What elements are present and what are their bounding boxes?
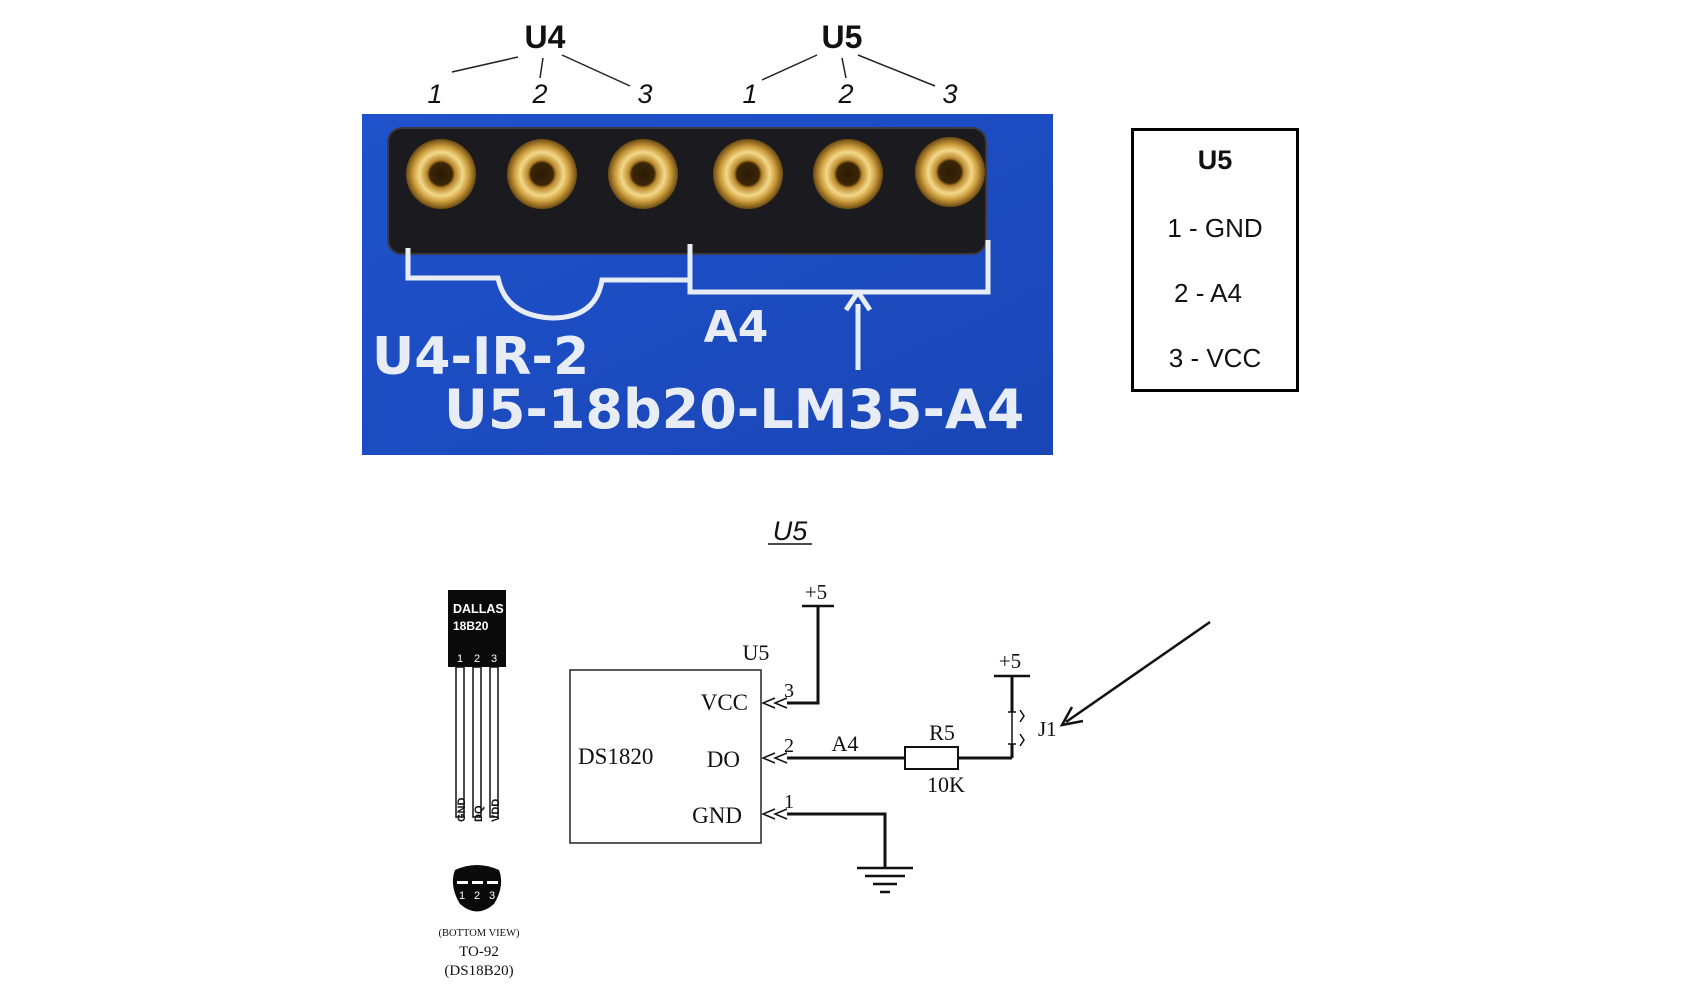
pinout-line-1: 1 - GND [1167, 213, 1263, 243]
package-brand: DALLAS [453, 602, 504, 616]
pin-2-name: DO [707, 747, 740, 772]
header-sockets [406, 137, 985, 209]
leg-label-vdd: VDD [490, 799, 502, 822]
chip-body [569, 669, 762, 844]
socket-5 [813, 139, 883, 209]
package-bottom-view [452, 865, 502, 912]
socket-3 [608, 139, 678, 209]
u5-leader-lines [761, 54, 936, 87]
header-labels: U4 U5 1 2 3 1 2 3 [427, 19, 957, 109]
socket-4 [713, 139, 783, 209]
package-name: TO-92 [459, 944, 499, 960]
pin-1-name: GND [692, 803, 742, 828]
jumper-ref: J1 [1038, 717, 1057, 741]
u4-pin-3: 3 [637, 79, 652, 109]
pinout-box: U5 1 - GND 2 - A4 3 - VCC [1131, 128, 1299, 392]
socket-1 [406, 139, 476, 209]
resistor-ref: R5 [929, 720, 955, 745]
pin-2-num: 2 [784, 735, 794, 757]
leg-label-gnd: GND [456, 798, 468, 823]
pin-1-num: 1 [784, 791, 794, 813]
schematic-title: U5 [773, 516, 808, 546]
leg-label-dq: DQ [473, 805, 485, 822]
pinout-line-3: 3 - VCC [1168, 343, 1262, 373]
socket-6 [915, 137, 985, 207]
jumper-j1 [1008, 709, 1025, 747]
package-model: 18B20 [453, 619, 489, 633]
silk-u4: U4-IR-2 [372, 327, 589, 387]
to92-package: DALLAS 18B20 1 2 3 GND DQ VDD 1 2 3 (BOT… [439, 590, 520, 979]
bottom-view-label: (BOTTOM VIEW) [439, 928, 520, 939]
u5-label: U5 [822, 19, 863, 55]
package-pin-2: 2 [474, 653, 480, 665]
u4-pin-1: 1 [427, 79, 442, 109]
pin-markers [761, 697, 788, 820]
package-pin-3: 3 [491, 653, 497, 665]
ground-symbol [857, 866, 913, 894]
chip-ref: U5 [743, 640, 770, 665]
u5-pin-3: 3 [942, 79, 957, 109]
gnd-wire [787, 812, 887, 868]
pinout-line-2: 2 - A4 [1174, 278, 1242, 308]
bottom-pin-3: 3 [489, 890, 495, 902]
vcc-wire [787, 604, 834, 705]
u4-pin-2: 2 [531, 79, 547, 109]
resistor-r5 [904, 746, 959, 770]
pullup-supply-label: +5 [999, 649, 1021, 673]
u4-leader-lines [451, 54, 631, 87]
silk-u5: U5-18b20-LM35-A4 [444, 378, 1024, 441]
resistor-value: 10K [927, 772, 965, 797]
schematic: U5 U5 DS1820 VCC DO GND 3 2 1 +5 [569, 516, 1211, 894]
pin-3-num: 3 [784, 680, 794, 702]
package-body [448, 590, 506, 667]
package-part-name: (DS18B20) [444, 963, 513, 979]
vcc-supply-label: +5 [805, 580, 827, 604]
silk-a4: A4 [704, 302, 769, 353]
silkscreen-outlines [405, 240, 991, 370]
pcb-photo: A4 U4-IR-2 U5-18b20-LM35-A4 [362, 114, 1053, 455]
pinout-title: U5 [1197, 145, 1233, 175]
bottom-pin-1: 1 [459, 890, 465, 902]
chip-part: DS1820 [578, 744, 653, 769]
u4-label: U4 [525, 19, 566, 55]
net-a4-label: A4 [832, 731, 859, 756]
u5-pin-1: 1 [742, 79, 757, 109]
package-legs [455, 666, 499, 818]
socket-2 [507, 139, 577, 209]
signal-wire [787, 674, 1030, 770]
header-socket-body [388, 128, 986, 254]
pin-3-name: VCC [701, 690, 748, 715]
bottom-pin-2: 2 [474, 890, 480, 902]
u5-pin-2: 2 [837, 79, 853, 109]
pointer-arrow [1059, 620, 1211, 727]
package-pin-1: 1 [457, 653, 463, 665]
